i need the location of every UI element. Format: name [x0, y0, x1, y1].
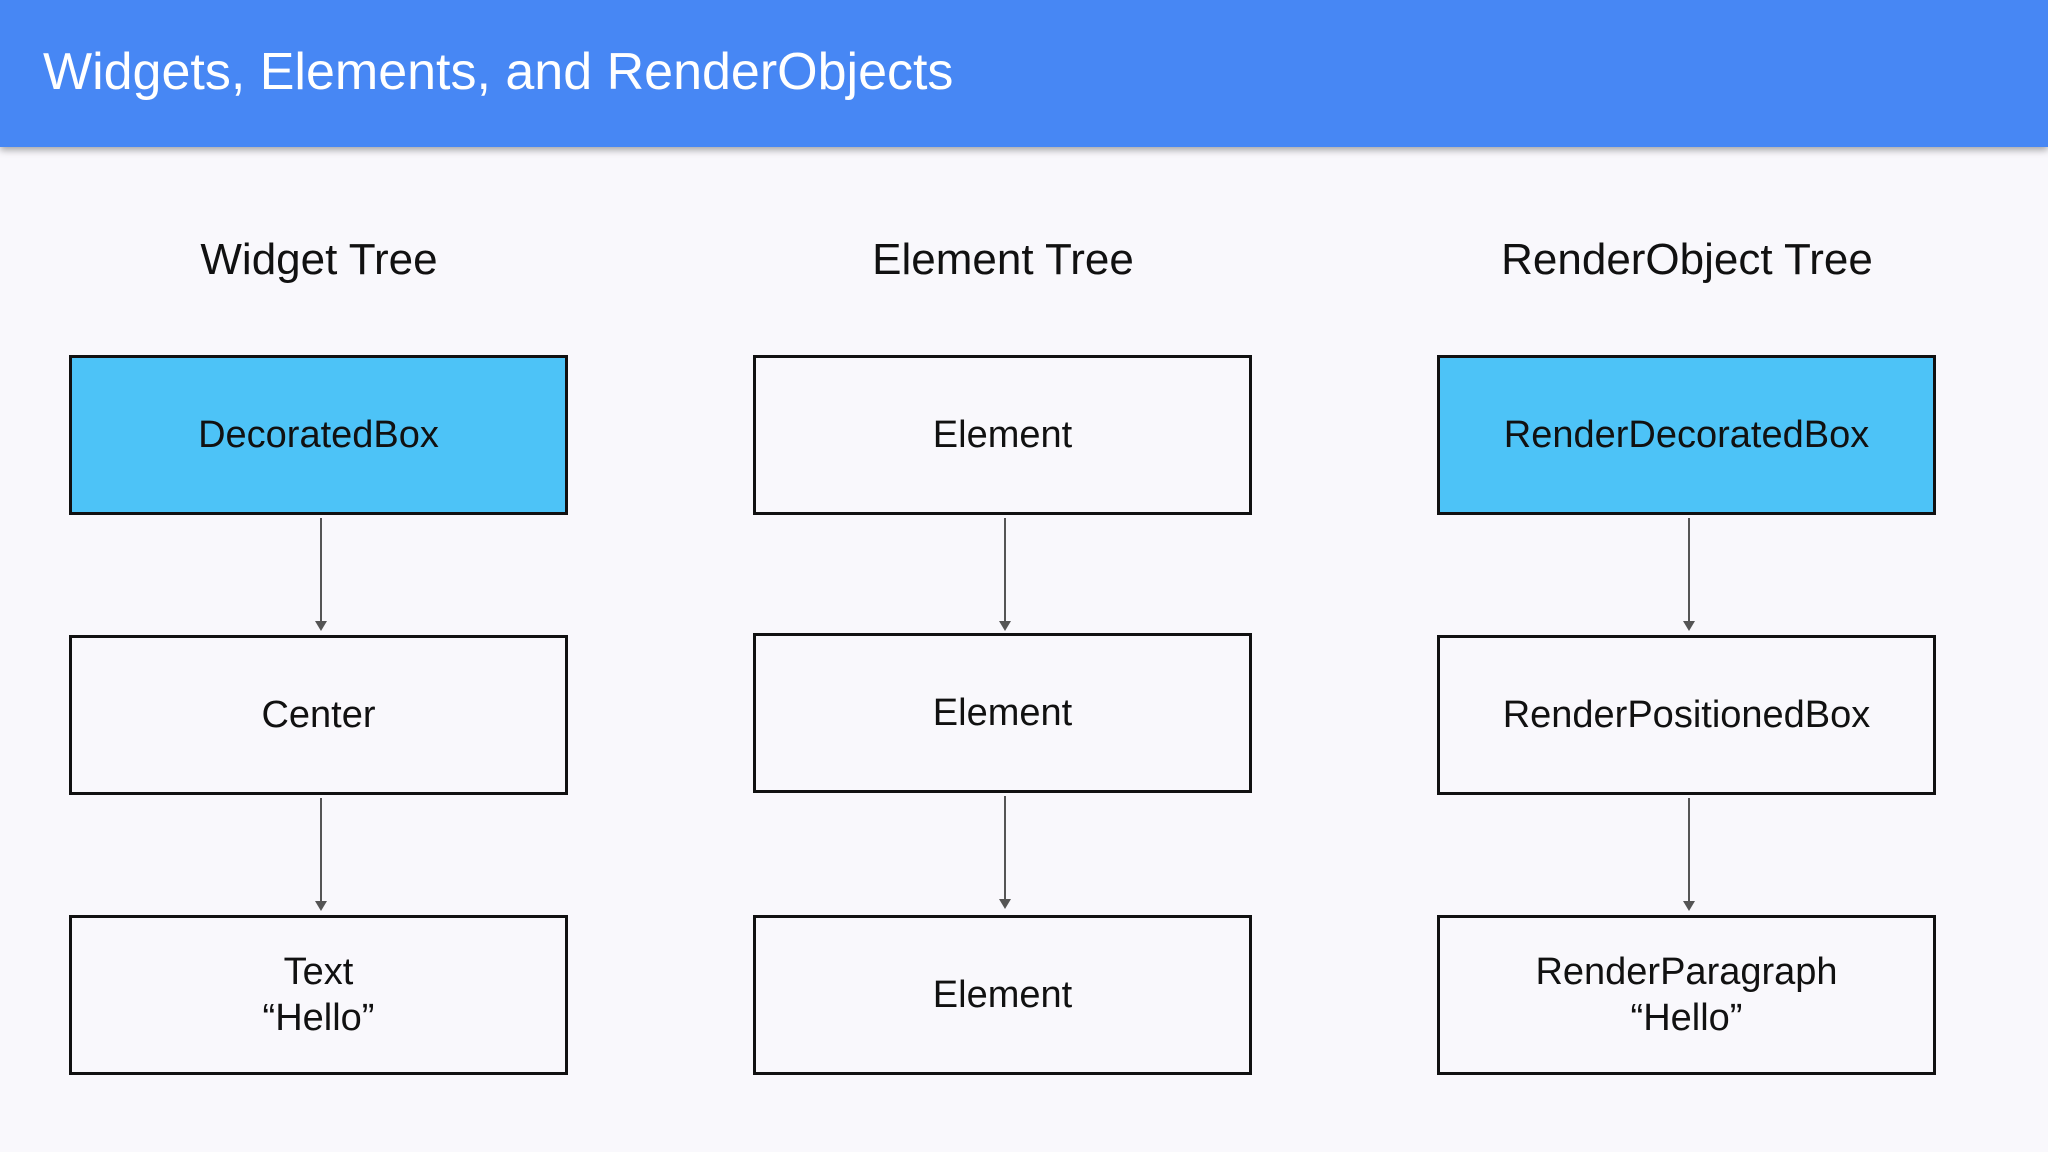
node-sublabel: “Hello”	[262, 997, 375, 1039]
node-label: DecoratedBox	[198, 414, 439, 456]
element-node-1: Element	[753, 355, 1252, 515]
widget-tree-title: Widget Tree	[200, 235, 438, 284]
render-node-decoratedbox: RenderDecoratedBox	[1437, 355, 1936, 515]
header-bar: Widgets, Elements, and RenderObjects	[0, 0, 2048, 147]
render-node-paragraph: RenderParagraph “Hello”	[1437, 915, 1936, 1075]
node-sublabel: “Hello”	[1630, 997, 1743, 1039]
node-label: Text	[283, 951, 354, 993]
element-node-3: Element	[753, 915, 1252, 1075]
element-tree-title: Element Tree	[872, 235, 1134, 284]
node-label: Element	[932, 974, 1073, 1016]
node-label: Center	[261, 694, 376, 736]
element-connector-1	[999, 518, 1011, 631]
widget-node-text: Text “Hello”	[69, 915, 568, 1075]
slide-title: Widgets, Elements, and RenderObjects	[43, 43, 954, 101]
widget-node-center: Center	[69, 635, 568, 795]
element-connector-2	[999, 796, 1011, 909]
render-connector-2	[1683, 798, 1695, 911]
render-node-positionedbox: RenderPositionedBox	[1437, 635, 1936, 795]
widget-connector-2	[315, 798, 327, 911]
renderobject-tree-title: RenderObject Tree	[1501, 235, 1873, 284]
node-label: Element	[932, 414, 1073, 456]
node-label: RenderParagraph	[1535, 951, 1838, 993]
element-node-2: Element	[753, 633, 1252, 793]
widget-node-decoratedbox: DecoratedBox	[69, 355, 568, 515]
node-label: RenderPositionedBox	[1502, 694, 1871, 736]
widget-connector-1	[315, 518, 327, 631]
render-connector-1	[1683, 518, 1695, 631]
node-label: Element	[932, 692, 1073, 734]
node-label: RenderDecoratedBox	[1503, 414, 1870, 456]
